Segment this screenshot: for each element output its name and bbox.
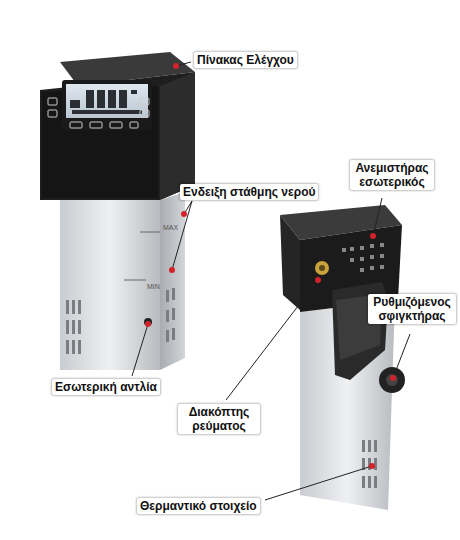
head-side xyxy=(160,72,195,200)
part-label: Διακόπτης ρεύματος xyxy=(178,404,260,434)
part-label: Εσωτερική αντλία xyxy=(52,379,160,395)
part-label: Ενδειξη στάθμης νερού xyxy=(180,184,318,200)
min-mark xyxy=(124,280,146,281)
max-mark xyxy=(140,232,160,233)
fan-grille xyxy=(342,243,384,272)
vent-slots xyxy=(66,288,175,354)
part-label: Ρυθμιζόμενος σφιγκτήρας xyxy=(368,294,456,324)
lcd-digits xyxy=(70,90,142,114)
head-body xyxy=(40,72,195,200)
lcd-screen xyxy=(66,84,148,118)
callout-dots xyxy=(145,63,396,469)
leader-lines xyxy=(132,62,410,500)
clamp-knob xyxy=(379,367,405,393)
knob-center xyxy=(386,374,398,386)
level-mark-text: MIN xyxy=(147,283,160,291)
part-label: Θερμαντικό στοιχείο xyxy=(137,498,260,514)
part-label: Πίνακας Ελέγχου xyxy=(194,52,297,68)
body-side xyxy=(160,192,185,370)
panel-buttons xyxy=(48,98,149,128)
pump-hole xyxy=(144,318,152,326)
power-switch xyxy=(315,261,329,275)
body-front xyxy=(60,200,160,370)
switch-center xyxy=(319,265,325,271)
level-mark-text: MAX xyxy=(163,224,178,232)
panel-frame xyxy=(62,80,152,130)
part-label: Ανεμιστήρας εσωτερικός xyxy=(350,160,434,190)
head-right-side xyxy=(280,215,300,310)
heater-vents xyxy=(362,440,377,488)
